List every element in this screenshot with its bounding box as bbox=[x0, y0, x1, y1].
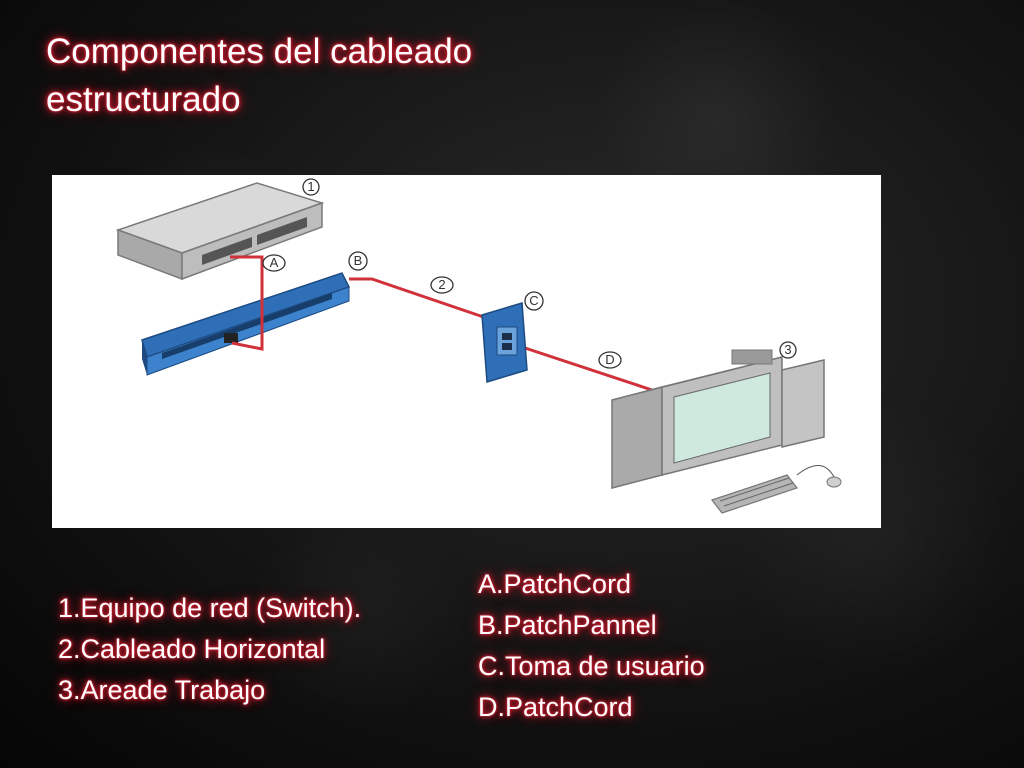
legend-item-2: 2.Cableado Horizontal bbox=[58, 634, 326, 664]
title-line-1: Componentes del cableado bbox=[46, 32, 473, 71]
cabling-diagram: 1 2 3 A B C D bbox=[52, 175, 881, 528]
marker-a-label: A bbox=[270, 255, 279, 270]
marker-1-label: 1 bbox=[307, 179, 314, 194]
marker-d: D bbox=[598, 351, 622, 369]
marker-2: 2 bbox=[430, 276, 454, 294]
marker-b: B bbox=[348, 251, 368, 271]
marker-b-label: B bbox=[354, 253, 363, 268]
marker-1: 1 bbox=[302, 178, 320, 196]
marker-d-label: D bbox=[605, 352, 614, 367]
network-switch bbox=[115, 182, 325, 281]
marker-c-label: C bbox=[529, 293, 538, 308]
marker-3: 3 bbox=[779, 341, 797, 359]
marker-c: C bbox=[524, 291, 544, 311]
marker-3-label: 3 bbox=[784, 342, 791, 357]
title-line-2: estructurado bbox=[46, 80, 241, 119]
numbered-legend: 1.Equipo de red (Switch). 2.Cableado Hor… bbox=[58, 588, 361, 711]
patch-cord-a-cable bbox=[230, 255, 264, 351]
legend-item-3: 3.Areade Trabajo bbox=[58, 675, 266, 705]
legend-item-a: A.PatchCord bbox=[478, 569, 632, 599]
legend-item-d: D.PatchCord bbox=[478, 692, 633, 722]
marker-2-label: 2 bbox=[438, 277, 445, 292]
legend-item-c: C.Toma de usuario bbox=[478, 651, 705, 681]
cables bbox=[230, 255, 653, 392]
cabling-diagram-svg: 1 2 3 A B C D bbox=[115, 178, 842, 514]
legend-item-1: 1.Equipo de red (Switch). bbox=[58, 593, 362, 623]
horizontal-cable bbox=[349, 277, 508, 327]
legend-item-b: B.PatchPannel bbox=[478, 610, 657, 640]
patch-cord-d-cable bbox=[521, 345, 653, 392]
wall-outlet bbox=[481, 302, 528, 383]
patch-panel bbox=[141, 272, 351, 376]
workstation bbox=[611, 349, 842, 514]
slide-title: Componentes del cableado estructurado bbox=[46, 28, 606, 124]
lettered-legend: A.PatchCord B.PatchPannel C.Toma de usua… bbox=[478, 564, 705, 728]
marker-a: A bbox=[262, 254, 286, 272]
